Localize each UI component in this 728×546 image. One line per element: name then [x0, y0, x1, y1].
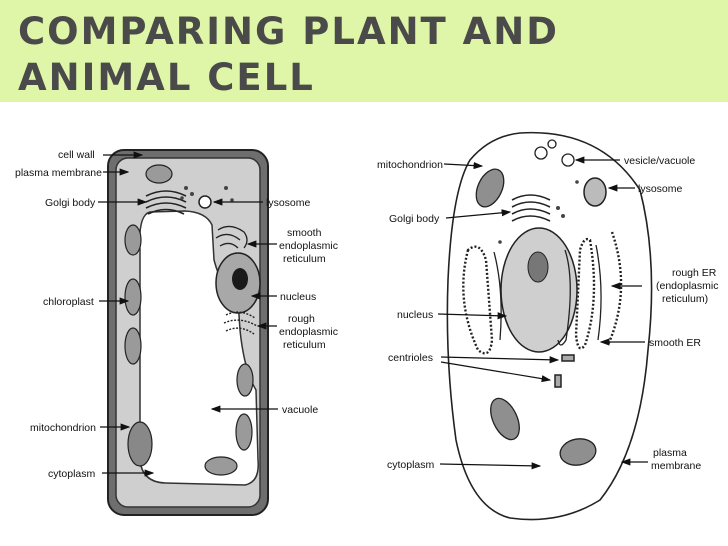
- label-plant-nucleus: nucleus: [280, 291, 316, 303]
- plant-mitochondrion: [128, 422, 152, 466]
- label-plant-golgi-body: Golgi body: [45, 197, 96, 209]
- label-rough-er-1: rough: [288, 313, 315, 325]
- label-rough-er-3: reticulum: [283, 339, 326, 351]
- label-animal-rough-er-1: rough ER: [672, 267, 717, 279]
- label-animal-rough-er-2: (endoplasmic: [656, 280, 718, 292]
- label-plant-mitochondrion: mitochondrion: [30, 422, 96, 434]
- label-animal-mitochondrion: mitochondrion: [377, 159, 443, 171]
- label-animal-lysosome: lysosome: [638, 183, 683, 195]
- animal-nucleolus: [528, 252, 548, 282]
- label-animal-plasma-2: membrane: [651, 460, 701, 472]
- label-plant-lysosome: lysosome: [266, 197, 311, 209]
- plant-lysosome: [199, 196, 211, 208]
- label-cell-wall: cell wall: [58, 149, 95, 161]
- label-animal-vesicle: vesicle/vacuole: [624, 155, 695, 167]
- label-animal-cytoplasm: cytoplasm: [387, 459, 435, 471]
- label-animal-rough-er-3: reticulum): [662, 293, 708, 305]
- animal-lysosome: [584, 178, 606, 206]
- label-smooth-er-1: smooth: [287, 227, 322, 239]
- label-smooth-er-2: endoplasmic: [279, 240, 338, 252]
- label-smooth-er-3: reticulum: [283, 253, 326, 265]
- plant-cell: [108, 150, 268, 515]
- animal-nucleus: [501, 228, 577, 352]
- label-rough-er-2: endoplasmic: [279, 326, 338, 338]
- label-chloroplast: chloroplast: [43, 296, 94, 308]
- label-animal-golgi-body: Golgi body: [389, 213, 440, 225]
- plant-nucleolus: [232, 268, 248, 290]
- label-plant-vacuole: vacuole: [282, 404, 318, 416]
- label-plant-cytoplasm: cytoplasm: [48, 468, 96, 480]
- label-animal-centrioles: centrioles: [388, 352, 433, 364]
- animal-cell: [447, 133, 651, 520]
- label-animal-smooth-er: smooth ER: [649, 337, 701, 349]
- label-animal-nucleus: nucleus: [397, 309, 433, 321]
- label-plant-plasma-membrane: plasma membrane: [15, 167, 102, 179]
- label-animal-plasma-1: plasma: [653, 447, 687, 459]
